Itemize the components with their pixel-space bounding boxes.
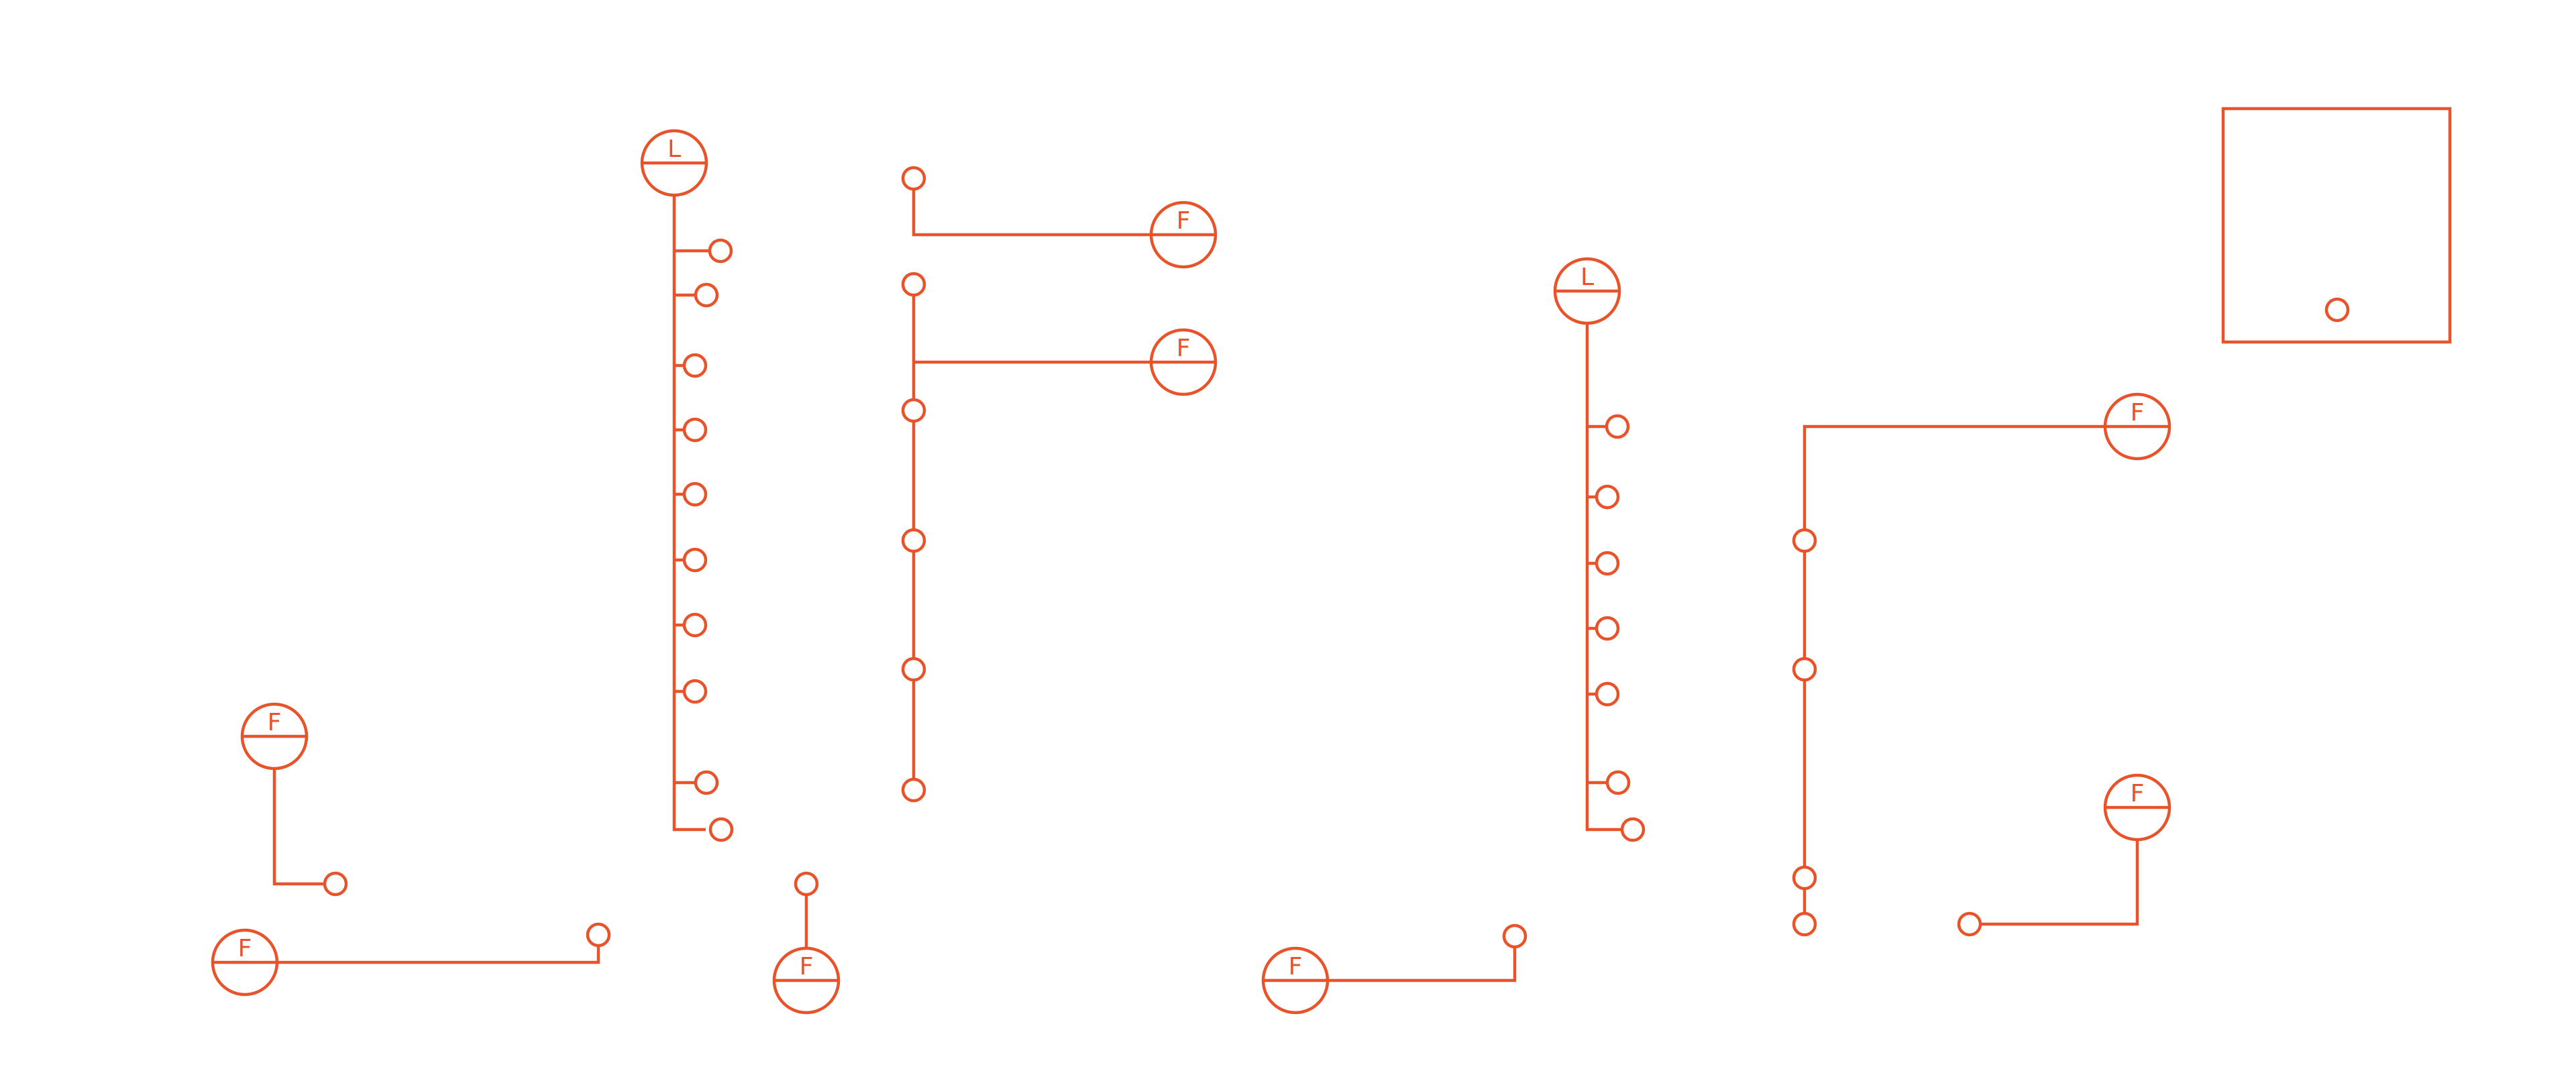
riser-4-trunk (1803, 425, 2105, 924)
node[interactable] (901, 528, 926, 553)
node[interactable] (694, 770, 719, 795)
node[interactable] (682, 679, 708, 704)
node[interactable] (1595, 484, 1620, 510)
riser-group-2: F F (901, 166, 1218, 803)
symbol-letter: F (1177, 335, 1191, 362)
pipe-group-6: F (240, 702, 348, 897)
symbol-letter: L (1580, 264, 1594, 291)
node[interactable] (2324, 297, 2350, 323)
node[interactable] (1502, 923, 1527, 949)
symbol-letter: F (1289, 953, 1303, 980)
riser-group-3: L (1553, 257, 1646, 842)
pipe-segment (277, 946, 600, 964)
node[interactable] (1792, 865, 1817, 891)
node[interactable] (682, 612, 708, 638)
riser-group-4: F (1792, 392, 2171, 937)
node[interactable] (901, 657, 926, 682)
node[interactable] (682, 353, 708, 378)
riser-3-trunk (1585, 323, 1622, 832)
symbol-letter: F (1177, 207, 1191, 235)
node[interactable] (694, 282, 719, 308)
node[interactable] (1792, 911, 1817, 937)
node[interactable] (1595, 681, 1620, 707)
node[interactable] (682, 482, 708, 507)
pipe-group-7: F (211, 922, 611, 997)
symbol-letter: F (800, 953, 814, 980)
node[interactable] (682, 417, 708, 443)
symbol-letter: F (2131, 780, 2145, 807)
node[interactable] (1595, 616, 1620, 641)
symbol-f[interactable]: F (1149, 328, 1218, 396)
symbol-l[interactable]: L (640, 129, 708, 197)
pipe-segment (1328, 947, 1517, 982)
pipe-group-8: F (772, 871, 841, 1015)
symbol-f[interactable]: F (211, 928, 279, 997)
symbol-f[interactable]: F (2103, 773, 2171, 842)
node[interactable] (1792, 528, 1817, 553)
node[interactable] (1605, 414, 1630, 439)
node[interactable] (1792, 657, 1817, 682)
node[interactable] (708, 817, 734, 842)
symbol-l[interactable]: L (1553, 257, 1621, 325)
node[interactable] (901, 272, 926, 297)
symbol-letter: F (238, 935, 252, 962)
symbol-f[interactable]: F (240, 702, 309, 771)
symbol-letter: F (2131, 399, 2145, 427)
room-outline (2221, 107, 2452, 344)
pipe-group-9: F (1261, 923, 1527, 1015)
node[interactable] (1595, 551, 1620, 576)
symbol-f[interactable]: F (772, 946, 841, 1015)
riser-group-1: L (640, 129, 734, 842)
pipe-top (912, 178, 1151, 237)
symbol-f[interactable]: F (2103, 392, 2171, 461)
node[interactable] (901, 777, 926, 803)
node[interactable] (1605, 770, 1631, 795)
symbol-letter: L (667, 135, 681, 163)
symbol-f[interactable]: F (1261, 946, 1330, 1015)
room-box (2221, 107, 2452, 344)
pipe-group-5: F (1957, 773, 2171, 937)
node[interactable] (794, 871, 819, 897)
node[interactable] (1957, 911, 1982, 937)
node[interactable] (682, 547, 708, 573)
node[interactable] (708, 238, 733, 264)
pipe-segment (1980, 838, 2139, 926)
riser-1-trunk (672, 195, 706, 832)
node[interactable] (1620, 817, 1646, 842)
node[interactable] (323, 871, 348, 897)
node[interactable] (901, 398, 926, 423)
symbol-f[interactable]: F (1149, 201, 1218, 269)
node[interactable] (586, 922, 611, 948)
symbol-letter: F (268, 709, 282, 736)
pipe-segment (272, 769, 325, 886)
node[interactable] (901, 166, 926, 191)
